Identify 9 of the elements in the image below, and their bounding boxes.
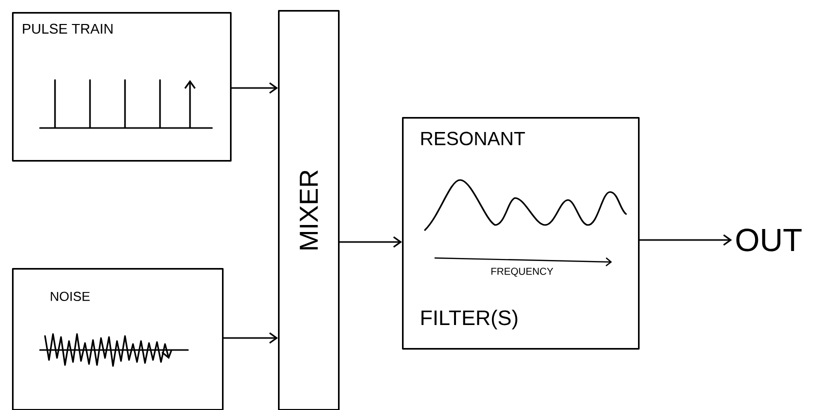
signal-box: PULSE TRAIN <box>12 12 232 162</box>
arrow <box>222 332 278 344</box>
signal-box: NOISE <box>12 268 224 410</box>
mixer-box: MIXER <box>278 10 340 410</box>
arrow <box>230 82 278 94</box>
arrow <box>338 236 402 248</box>
axis-label: FREQUENCY <box>491 268 554 277</box>
output-label: OUT <box>736 228 802 252</box>
arrow <box>638 234 732 246</box>
